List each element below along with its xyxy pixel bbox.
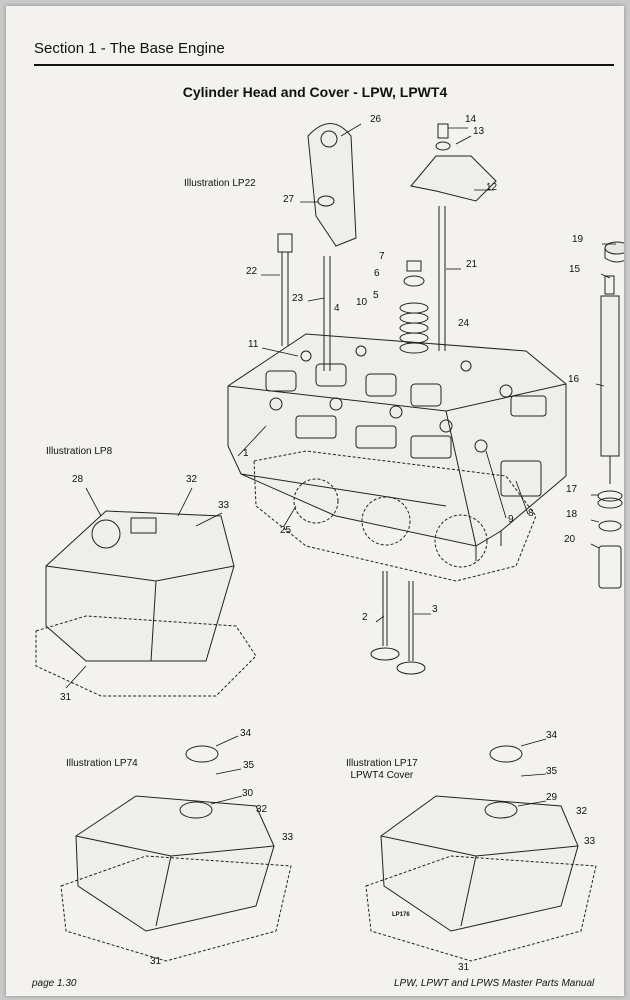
callout-12: 12 xyxy=(486,182,498,193)
lp74-callout-34: 34 xyxy=(240,728,252,739)
lp74-callout-33: 33 xyxy=(282,832,294,843)
leader-lines xyxy=(65,123,616,807)
lifting-eye xyxy=(307,123,357,247)
valves xyxy=(370,571,426,675)
lp17-callout-35: 35 xyxy=(546,766,558,777)
callout-26: 26 xyxy=(370,114,382,125)
section-heading: Section 1 - The Base Engine xyxy=(34,40,225,57)
callout-18: 18 xyxy=(566,509,578,520)
lp17-callout-34: 34 xyxy=(546,730,558,741)
lp17-callout-33: 33 xyxy=(584,836,596,847)
callout-20: 20 xyxy=(564,534,576,545)
lp17-label-line2: LPWT4 Cover xyxy=(350,770,414,781)
callout-8: 8 xyxy=(528,508,534,519)
callout-9: 9 xyxy=(508,514,514,525)
lp8-callout-33: 33 xyxy=(218,500,230,511)
callout-23: 23 xyxy=(292,293,304,304)
illustration-label-lp17: Illustration LP17 LPWT4 Cover xyxy=(346,758,418,782)
illustration-label-lp8: Illustration LP8 xyxy=(46,446,113,457)
callout-6: 6 xyxy=(374,268,380,279)
callout-14: 14 xyxy=(465,114,477,125)
lp17-callout-31: 31 xyxy=(458,962,470,973)
callout-7: 7 xyxy=(379,251,385,262)
page-title: Cylinder Head and Cover - LPW, LPWT4 xyxy=(182,84,448,100)
callout-19: 19 xyxy=(572,234,584,245)
manual-page: Section 1 - The Base Engine Cylinder Hea… xyxy=(6,6,624,996)
callout-27: 27 xyxy=(283,194,295,205)
valve-spring xyxy=(399,260,429,354)
cylinder-head-block xyxy=(227,333,567,561)
header-rule xyxy=(34,64,614,66)
callout-21: 21 xyxy=(466,259,478,270)
illustration-label-lp74: Illustration LP74 xyxy=(66,758,138,769)
lp8-callout-31: 31 xyxy=(60,692,72,703)
callout-16: 16 xyxy=(568,374,580,385)
callout-25: 25 xyxy=(280,525,292,536)
manual-title-footer: LPW, LPWT and LPWS Master Parts Manual xyxy=(394,978,595,989)
lp176-label: LP176 xyxy=(392,912,410,918)
lp74-callout-35: 35 xyxy=(243,760,255,771)
lp74-callout-32: 32 xyxy=(256,804,268,815)
lp74-callout-30: 30 xyxy=(242,788,254,799)
lp8-callout-32: 32 xyxy=(186,474,198,485)
callout-15: 15 xyxy=(569,264,581,275)
illustration-label-lp22: Illustration LP22 xyxy=(184,178,256,189)
callout-17: 17 xyxy=(566,484,578,495)
studs-and-bolts xyxy=(277,206,446,371)
callout-22: 22 xyxy=(246,266,258,277)
lp74-callout-31: 31 xyxy=(150,956,162,967)
callout-11: 11 xyxy=(248,339,259,350)
lp17-rocker-cover xyxy=(365,745,597,962)
callout-3: 3 xyxy=(432,604,438,615)
lp74-rocker-cover xyxy=(60,745,292,962)
callout-13: 13 xyxy=(473,126,485,137)
callout-1: 1 xyxy=(243,448,249,459)
callout-10: 10 xyxy=(356,297,368,308)
lp8-rocker-cover xyxy=(35,510,257,697)
fuel-pump-parts xyxy=(597,241,624,589)
exploded-parts-drawing xyxy=(35,123,624,962)
lp17-callout-32: 32 xyxy=(576,806,588,817)
lp17-label-line1: Illustration LP17 xyxy=(346,758,418,769)
callout-5: 5 xyxy=(373,290,379,301)
lp17-callout-29: 29 xyxy=(546,792,558,803)
callout-2: 2 xyxy=(362,612,368,623)
lp8-callout-28: 28 xyxy=(72,474,84,485)
page-number: page 1.30 xyxy=(32,978,77,989)
callout-24: 24 xyxy=(458,318,470,329)
callout-4: 4 xyxy=(334,303,340,314)
head-gasket xyxy=(253,450,537,582)
